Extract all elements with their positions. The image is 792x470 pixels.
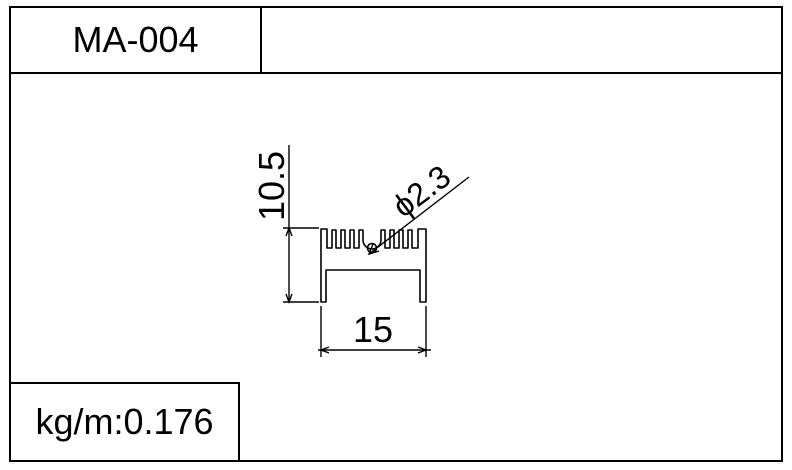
width-dimension xyxy=(318,306,431,357)
height-arrow-bottom xyxy=(285,293,293,304)
heatsink-profile xyxy=(320,228,427,303)
sheet-border xyxy=(9,6,783,462)
weight-per-meter: kg/m:0.176 xyxy=(35,401,214,442)
profile-outline xyxy=(320,228,427,303)
width-dimension-label: 15 xyxy=(353,309,393,350)
diameter-leader xyxy=(367,176,470,256)
weight-box-border xyxy=(10,382,240,461)
height-dimension xyxy=(283,145,319,304)
height-arrow-top xyxy=(285,226,293,237)
width-arrow-left xyxy=(319,346,330,354)
diameter-leader-line xyxy=(368,176,470,255)
part-number: MA-004 xyxy=(72,19,199,60)
height-dimension-label: 10.5 xyxy=(251,151,292,221)
diameter-leader-arrow xyxy=(367,243,380,256)
width-arrow-right xyxy=(417,346,428,354)
